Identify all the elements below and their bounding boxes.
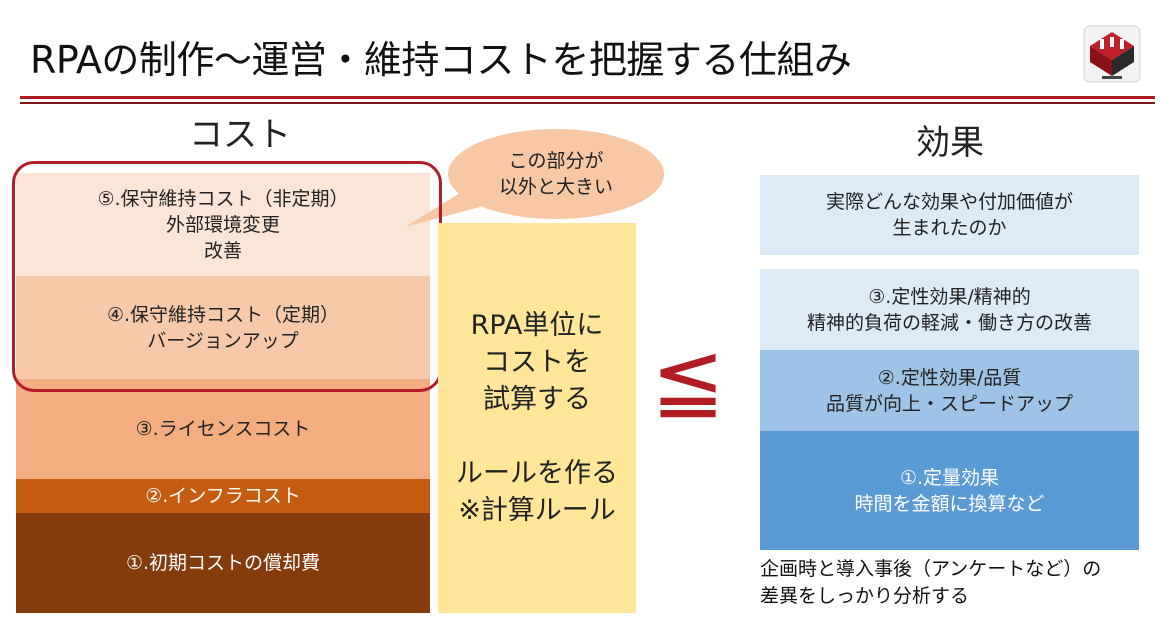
- note-line: 企画時と導入事後（アンケートなど）の: [760, 558, 1102, 580]
- layer-line: ①.初期コストの償却費: [125, 552, 321, 574]
- layer-line: ③.定性効果/精神的: [868, 285, 1031, 308]
- effect-layer-mental: ③.定性効果/精神的 精神的負荷の軽減・働き方の改善: [760, 269, 1139, 350]
- maintenance-highlight-frame: [12, 161, 442, 392]
- rule-line: ※計算ルール: [458, 495, 616, 526]
- question-line: 実際どんな効果や付加価値が: [825, 191, 1073, 213]
- analysis-note: 企画時と導入事後（アンケートなど）の 差異をしっかり分析する: [760, 556, 1160, 610]
- callout-text: この部分が 以外と大きい: [448, 129, 664, 219]
- cost-layer-maintenance-regular: ④.保守維持コスト（定期） バージョンアップ: [16, 276, 430, 379]
- cost-layer-initial-amortization: ①.初期コストの償却費: [16, 513, 430, 613]
- cost-layer-license: ③.ライセンスコスト: [16, 379, 430, 479]
- layer-line: ①.定量効果: [899, 466, 1000, 489]
- effect-heading: 効果: [916, 123, 984, 163]
- layer-line: 品質が向上・スピードアップ: [825, 392, 1073, 415]
- cost-layer-infrastructure: ②.インフラコスト: [16, 479, 430, 513]
- callout-bubble: [448, 129, 664, 219]
- calculation-rule-box: RPA単位に コストを 試算する ルールを作る ※計算ルール: [438, 223, 636, 613]
- layer-line: 精神的負荷の軽減・働き方の改善: [806, 311, 1092, 334]
- layer-line: バージョンアップ: [147, 329, 299, 352]
- rule-line: コストを: [483, 347, 591, 378]
- layer-line: ②.インフラコスト: [145, 485, 301, 507]
- callout-line: 以外と大きい: [498, 176, 613, 198]
- effect-layer-quality: ②.定性効果/品質 品質が向上・スピードアップ: [760, 350, 1139, 431]
- rule-line: 試算する: [483, 384, 591, 415]
- rule-line: ルールを作る: [456, 458, 618, 489]
- layer-line: 改善: [203, 239, 242, 262]
- layer-line: 時間を金額に換算など: [854, 492, 1045, 515]
- callout-line: この部分が: [508, 150, 604, 172]
- effect-layer-quantitative: ①.定量効果 時間を金額に換算など: [760, 431, 1139, 550]
- layer-line: ②.定性効果/品質: [877, 366, 1022, 389]
- layer-line: ⑤.保守維持コスト（非定期）: [97, 187, 349, 210]
- effect-question-box: 実際どんな効果や付加価値が 生まれたのか: [760, 175, 1139, 255]
- layer-line: ③.ライセンスコスト: [135, 418, 311, 440]
- cost-layer-maintenance-irregular: ⑤.保守維持コスト（非定期） 外部環境変更 改善: [16, 173, 430, 276]
- question-line: 生まれたのか: [892, 217, 1007, 239]
- cost-heading: コスト: [189, 115, 291, 155]
- company-logo: [1082, 24, 1142, 84]
- title-underline: [20, 96, 1155, 99]
- layer-line: ④.保守維持コスト（定期）: [106, 303, 340, 326]
- title-underline-dark: [20, 102, 1155, 104]
- less-or-equal-symbol: ≦: [651, 328, 725, 431]
- rule-line: RPA単位に: [470, 310, 604, 341]
- note-line: 差異をしっかり分析する: [760, 585, 970, 607]
- layer-line: 外部環境変更: [165, 213, 280, 236]
- page-title: RPAの制作～運営・維持コストを把握する仕組み: [30, 38, 852, 82]
